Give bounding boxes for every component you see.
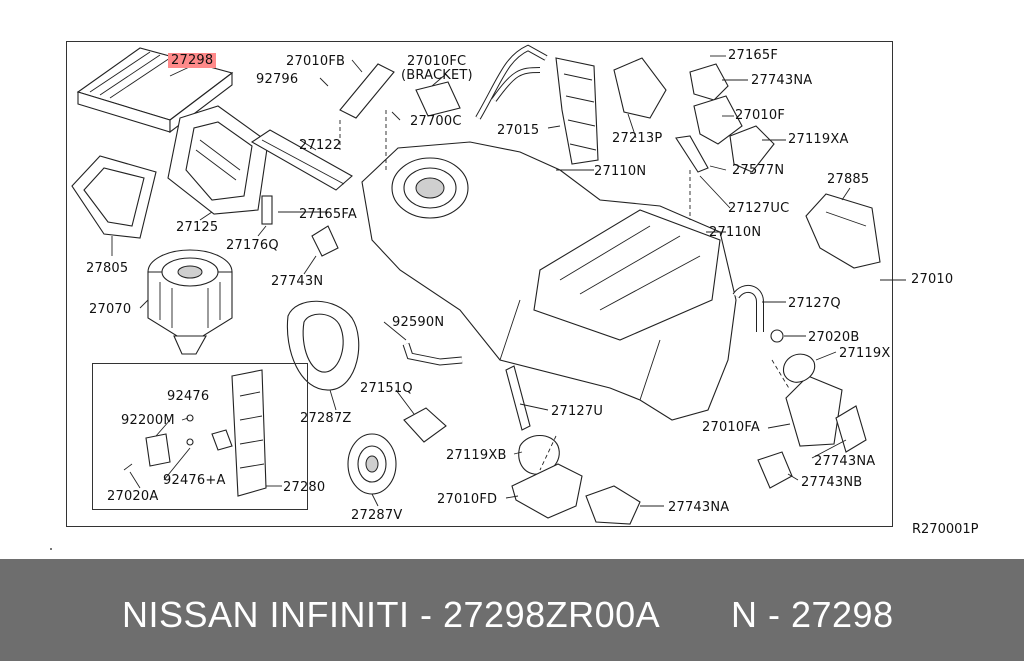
bracket-27122-part	[250, 129, 353, 191]
inset-evaporator-part	[123, 369, 267, 497]
link-27127u-part	[505, 365, 531, 431]
label-27176q: 27176Q	[226, 238, 279, 253]
label-27015: 27015	[497, 123, 540, 138]
label-27165fa: 27165FA	[299, 207, 357, 222]
label-27125: 27125	[176, 220, 219, 235]
actuator-27743na-mid-part	[835, 405, 867, 453]
label-27020b: 27020B	[808, 330, 860, 345]
label-27119xb: 27119XB	[446, 448, 507, 463]
label-27110n-2: 27110N	[709, 225, 762, 240]
label-27577n: 27577N	[732, 163, 785, 178]
label-27127u: 27127U	[551, 404, 604, 419]
filter-frame-part	[71, 155, 157, 239]
blower-motor-part	[147, 249, 233, 355]
actuator-27743nb-part	[757, 451, 793, 489]
footer-short-number: N - 27298	[731, 594, 894, 635]
label-27885: 27885	[827, 172, 870, 187]
leader-lines	[111, 55, 906, 507]
diagram-frame	[66, 41, 893, 527]
resistor-27151q-part	[403, 407, 447, 443]
label-27010fc: 27010FC	[407, 54, 467, 69]
label-27122: 27122	[299, 138, 342, 153]
label-27805: 27805	[86, 261, 129, 276]
label-27165f: 27165F	[728, 48, 779, 63]
label-27700c: 27700C	[410, 114, 462, 129]
footer-part-number: NISSAN INFINITI - 27298ZR00A	[122, 594, 661, 635]
label-27070: 27070	[89, 302, 132, 317]
label-27743na-mid: 27743NA	[814, 454, 876, 469]
label-27119xa: 27119XA	[788, 132, 849, 147]
label-27743na-bot: 27743NA	[668, 500, 730, 515]
label-92590n: 92590N	[392, 315, 445, 330]
actuator-27743na-bottom-part	[585, 485, 641, 525]
actuator-top-part	[675, 63, 775, 173]
label-27020a: 27020A	[107, 489, 159, 504]
label-92476: 92476	[167, 389, 210, 404]
label-bracket: (BRACKET)	[401, 68, 473, 83]
label-27287v: 27287V	[351, 508, 403, 523]
footer-bar	[0, 559, 1024, 661]
label-27280: 27280	[283, 480, 326, 495]
inset-box	[92, 363, 308, 510]
bracket-27010fa-part	[785, 375, 843, 447]
bracket-27010fd-part	[511, 463, 583, 519]
label-27213p: 27213P	[612, 131, 663, 146]
label-27743na-top: 27743NA	[751, 73, 813, 88]
sensor-27213p-part	[613, 57, 667, 119]
label-92476a: 92476+A	[163, 473, 226, 488]
door-27119x-part	[782, 353, 816, 383]
label-27127uc: 27127UC	[728, 201, 790, 216]
label-27010fb: 27010FB	[286, 54, 346, 69]
label-27298: 27298	[168, 53, 217, 68]
bracket-27010fb-part	[339, 63, 461, 119]
label-27151q: 27151Q	[360, 381, 413, 396]
label-92200m: 92200M	[121, 413, 175, 428]
diagram-reference-code: R270001P	[912, 522, 979, 537]
label-27010f: 27010F	[735, 108, 786, 123]
label-27287z: 27287Z	[300, 411, 352, 426]
hvac-unit-part	[361, 141, 737, 421]
label-27127q: 27127Q	[788, 296, 841, 311]
duct-27287z-part	[286, 300, 360, 391]
label-27743n: 27743N	[271, 274, 324, 289]
oring-27020b-part	[770, 329, 784, 343]
filter-housing-part	[167, 105, 269, 215]
label-27010: 27010	[911, 272, 954, 287]
duct-27885-part	[805, 193, 881, 269]
label-27010fa: 27010FA	[702, 420, 760, 435]
label-27110n-1: 27110N	[594, 164, 647, 179]
label-27010fd: 27010FD	[437, 492, 498, 507]
heater-core-part	[475, 44, 599, 165]
actuator-27743n-part	[261, 195, 339, 257]
label-92796: 92796	[256, 72, 299, 87]
stray-dot	[50, 548, 52, 550]
label-27119x: 27119X	[839, 346, 891, 361]
fan-27287v-part	[347, 433, 397, 495]
label-27743nb: 27743NB	[801, 475, 863, 490]
